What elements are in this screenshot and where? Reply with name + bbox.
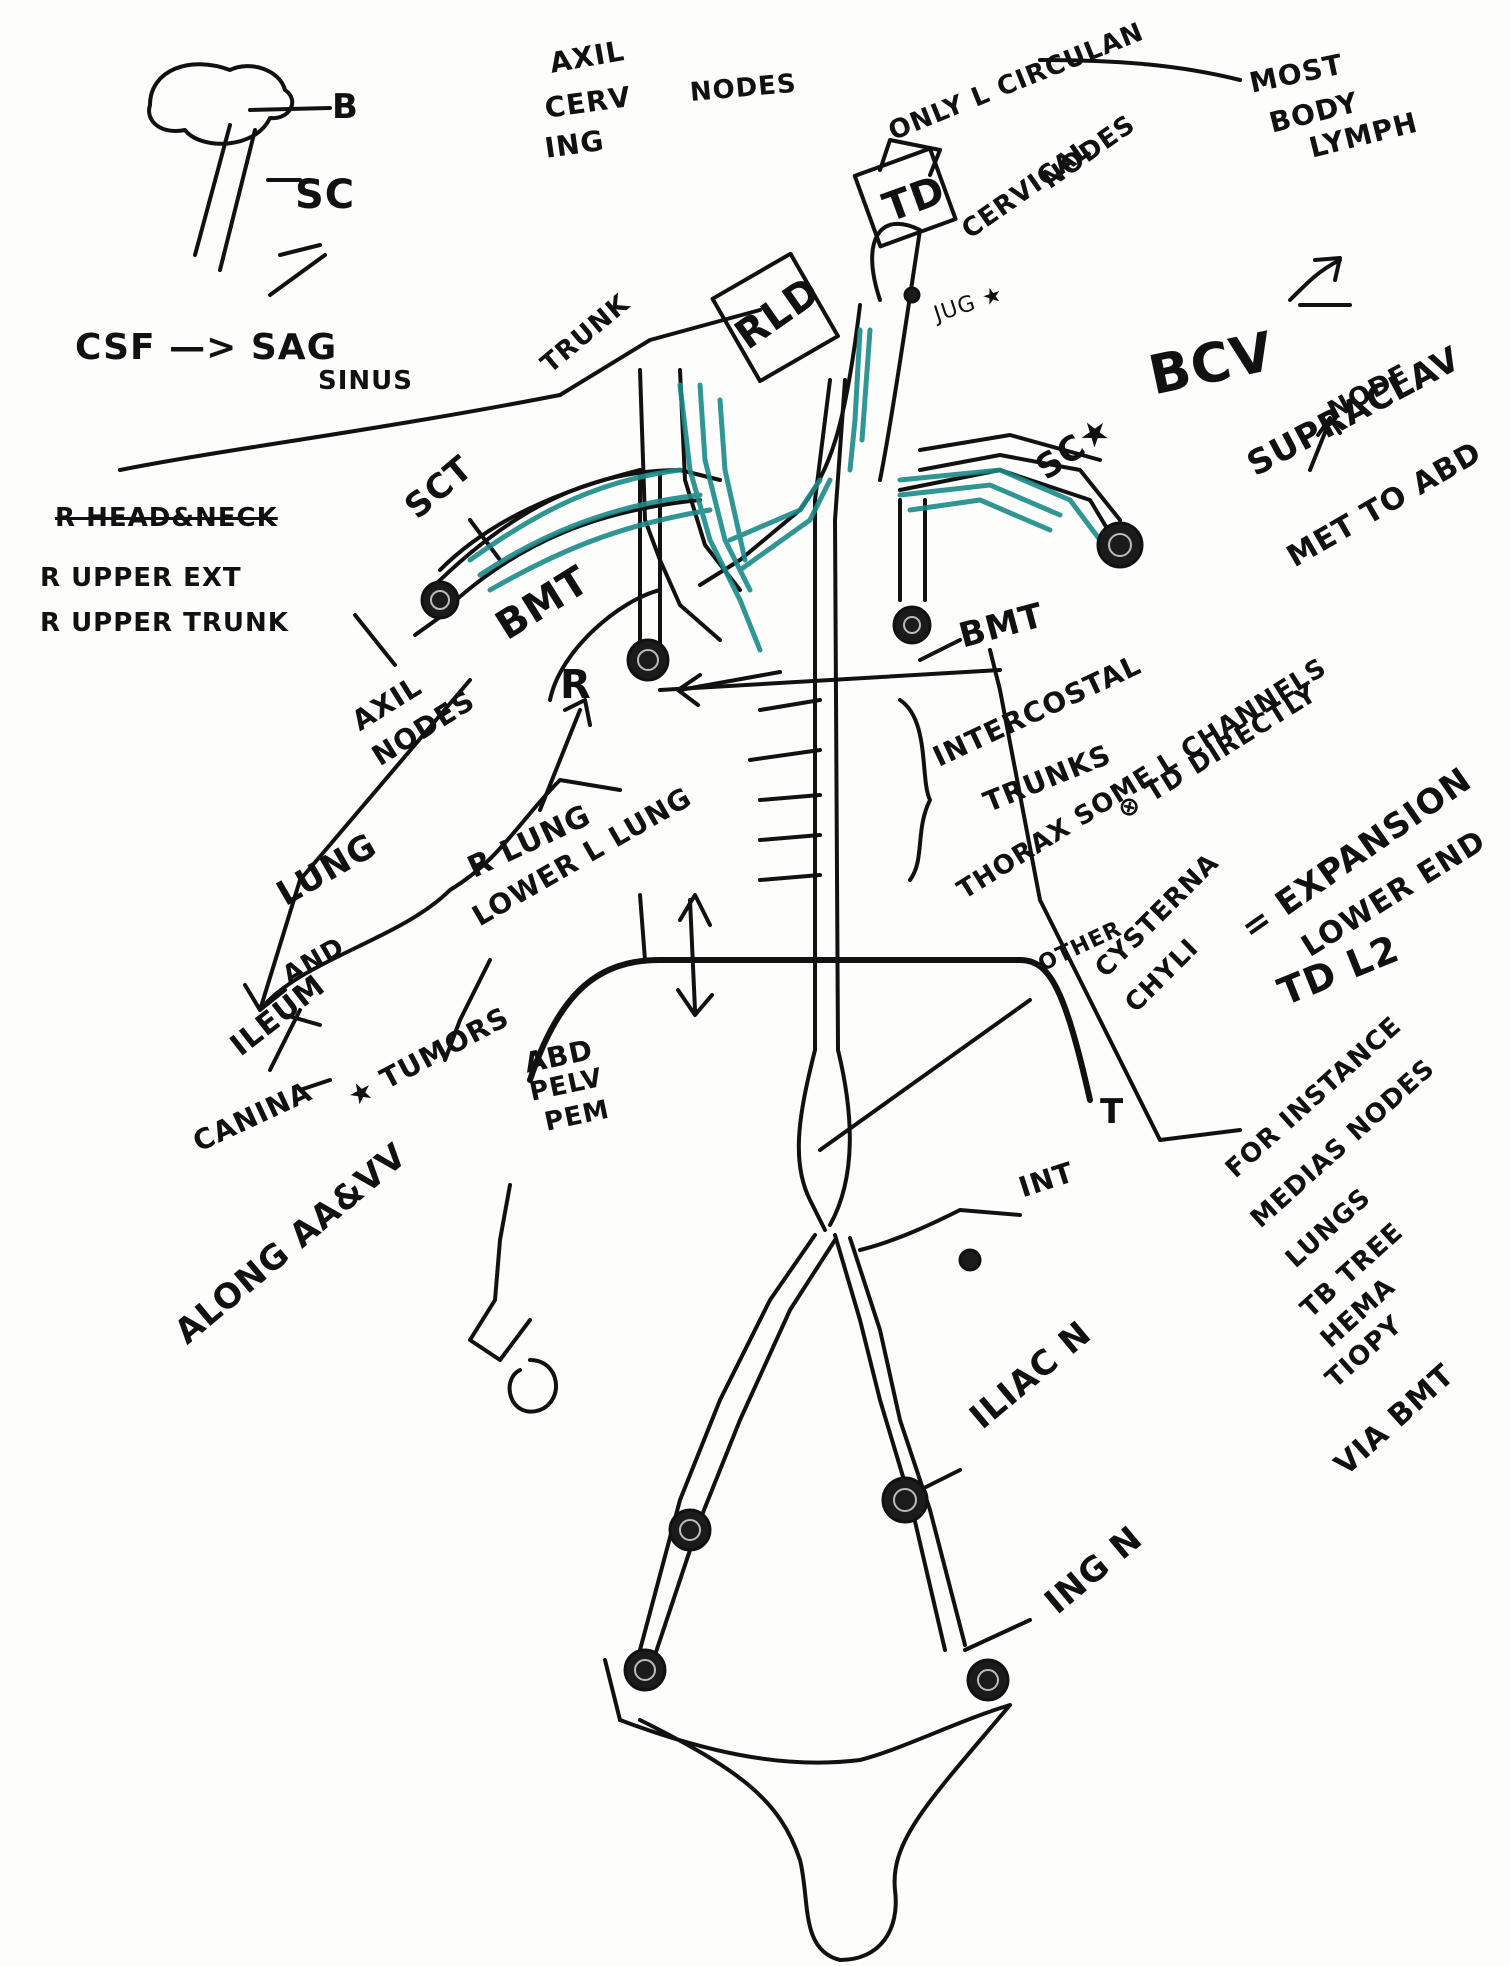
right-iliac-vessel <box>835 1235 945 1650</box>
label-r-head-neck: R HEAD&NECK <box>55 505 278 531</box>
node-iliac-right <box>883 1478 927 1522</box>
node-inguinal-right <box>968 1660 1008 1700</box>
label-brain-b: B <box>332 90 359 124</box>
left-iliac-vessel <box>640 1235 815 1650</box>
label-r-upper-trunk: R UPPER TRUNK <box>40 610 289 636</box>
node-bmt-right <box>628 640 668 680</box>
label-t-mark: T <box>1100 1095 1124 1129</box>
node-bmt-left <box>894 607 930 643</box>
brain-outline <box>149 64 292 144</box>
node-supraclavicular <box>1098 523 1142 567</box>
label-r-upper-ext: R UPPER EXT <box>40 565 242 591</box>
node-jugular <box>905 288 919 302</box>
node-intestinal <box>960 1250 980 1270</box>
label-csf-flow: CSF —> SAG <box>75 330 337 366</box>
label-sinus: SINUS <box>318 368 413 394</box>
left-jugular-vessel <box>872 224 920 480</box>
label-r-mark: R <box>560 665 592 705</box>
node-iliac-left <box>670 1510 710 1550</box>
spinal-cord <box>195 125 255 270</box>
pelvis-outline <box>620 1705 1010 1960</box>
label-spinal-cord: SC <box>295 175 355 215</box>
arrow-r-up <box>540 700 590 810</box>
arrow-bcv-up <box>1290 258 1340 300</box>
arrow-to-bmt-node <box>678 672 780 705</box>
node-inguinal-left <box>625 1650 665 1690</box>
label-ing-top: ING <box>543 127 606 163</box>
node-axillary <box>422 582 458 618</box>
